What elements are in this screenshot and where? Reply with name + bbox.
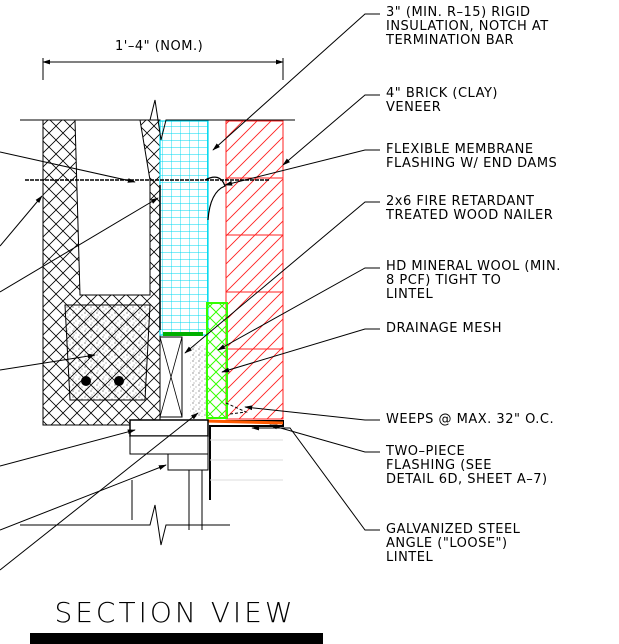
break-lines [20,99,295,546]
rigid-insulation [159,120,209,336]
dimension-line [42,58,284,80]
wood-nailer [159,336,206,418]
callout-rigid-insulation: 3" (MIN. R–15) RIGID INSULATION, NOTCH A… [386,5,549,48]
steel-lintel [204,402,284,500]
rebar-icon [114,376,124,386]
leader-lines-right [184,13,380,531]
callout-steel-lintel: GALVANIZED STEEL ANGLE ("LOOSE") LINTEL [386,522,521,565]
callout-drainage-mesh: DRAINAGE MESH [386,321,503,336]
callout-wood-nailer: 2x6 FIRE RETARDANT TREATED WOOD NAILER [386,194,554,223]
rebar-icon [81,376,91,386]
callout-weeps: WEEPS @ MAX. 32" O.C. [386,412,555,427]
callout-mineral-wool: HD MINERAL WOOL (MIN. 8 PCF) TIGHT TO LI… [386,259,561,302]
callout-two-piece-flashing: TWO–PIECE FLASHING (SEE DETAIL 6D, SHEET… [386,444,548,487]
mineral-wool [206,302,228,419]
cmu-wall [42,119,161,426]
section-title: SECTION VIEW [54,596,296,629]
leader-lines-left [0,151,199,571]
title-underline [30,633,323,644]
window-frame [129,419,283,530]
brick-veneer [225,120,284,420]
callout-flexible-flashing: FLEXIBLE MEMBRANE FLASHING W/ END DAMS [386,142,558,171]
flexible-flashing [25,176,270,330]
callout-brick-veneer: 4" BRICK (CLAY) VENEER [386,86,498,115]
dimension-label: 1'–4" (NOM.) [115,39,204,54]
